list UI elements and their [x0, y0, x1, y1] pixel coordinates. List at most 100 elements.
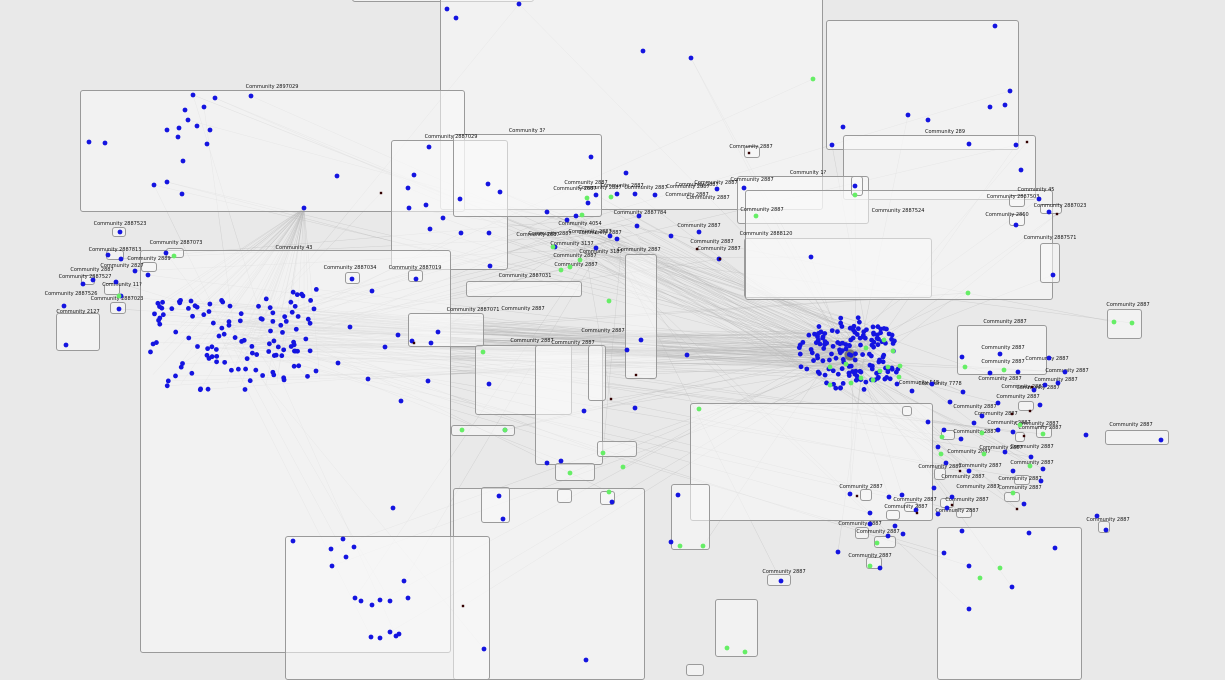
graph-node[interactable]	[624, 347, 630, 353]
graph-node[interactable]	[368, 634, 374, 640]
graph-node[interactable]	[148, 349, 153, 355]
community-box[interactable]	[826, 20, 1019, 150]
graph-node[interactable]	[987, 104, 993, 110]
graph-node[interactable]	[827, 357, 832, 363]
graph-node-green[interactable]	[1111, 319, 1117, 325]
graph-node[interactable]	[864, 327, 869, 333]
graph-node[interactable]	[892, 338, 897, 344]
graph-node[interactable]	[154, 340, 159, 345]
graph-node[interactable]	[278, 322, 284, 328]
graph-node[interactable]	[328, 546, 334, 552]
community-box[interactable]	[744, 146, 760, 158]
graph-node-green[interactable]	[1040, 431, 1046, 437]
community-box[interactable]	[934, 468, 946, 480]
graph-node-green[interactable]	[874, 540, 880, 546]
graph-node[interactable]	[273, 352, 279, 358]
graph-node[interactable]	[205, 346, 211, 352]
graph-node[interactable]	[271, 372, 277, 378]
graph-node[interactable]	[1094, 513, 1100, 519]
graph-node[interactable]	[868, 353, 874, 359]
graph-node[interactable]	[880, 359, 886, 365]
graph-node[interactable]	[853, 351, 858, 357]
graph-node[interactable]	[558, 458, 564, 464]
graph-node[interactable]	[349, 276, 355, 282]
graph-node[interactable]	[806, 332, 812, 338]
graph-node[interactable]	[411, 172, 417, 178]
graph-node[interactable]	[798, 364, 804, 370]
graph-node-green[interactable]	[584, 195, 590, 201]
graph-node[interactable]	[886, 494, 892, 500]
graph-node[interactable]	[169, 306, 175, 312]
graph-node-green[interactable]	[896, 374, 902, 380]
graph-node[interactable]	[632, 405, 638, 411]
graph-node[interactable]	[820, 335, 826, 341]
marker-node[interactable]	[1025, 140, 1029, 144]
graph-node[interactable]	[413, 276, 419, 282]
community-box[interactable]	[453, 134, 602, 217]
community-box[interactable]	[1040, 243, 1060, 283]
graph-node[interactable]	[1010, 429, 1016, 435]
graph-node[interactable]	[253, 367, 259, 373]
graph-node[interactable]	[401, 578, 407, 584]
graph-node[interactable]	[164, 127, 170, 133]
graph-node[interactable]	[180, 361, 185, 366]
graph-node[interactable]	[189, 370, 195, 376]
graph-node[interactable]	[486, 230, 492, 236]
graph-node[interactable]	[835, 549, 841, 555]
graph-node[interactable]	[145, 272, 151, 278]
marker-node[interactable]	[1015, 507, 1019, 511]
graph-node-green[interactable]	[558, 267, 564, 273]
graph-node[interactable]	[281, 347, 287, 353]
graph-node[interactable]	[164, 383, 170, 389]
graph-node[interactable]	[102, 140, 108, 146]
graph-node[interactable]	[840, 381, 846, 386]
graph-node[interactable]	[291, 363, 297, 369]
graph-node[interactable]	[1158, 437, 1164, 443]
graph-node[interactable]	[846, 370, 852, 376]
marker-node[interactable]	[1022, 434, 1026, 438]
graph-node-green[interactable]	[867, 563, 873, 569]
graph-node[interactable]	[249, 350, 255, 356]
graph-node[interactable]	[867, 510, 873, 516]
graph-node[interactable]	[270, 318, 276, 324]
graph-node[interactable]	[243, 366, 248, 372]
graph-node[interactable]	[185, 117, 191, 123]
marker-node[interactable]	[950, 503, 954, 507]
graph-node[interactable]	[544, 209, 550, 215]
graph-node[interactable]	[966, 606, 972, 612]
graph-node[interactable]	[271, 338, 277, 344]
graph-node[interactable]	[294, 292, 300, 298]
graph-node[interactable]	[778, 578, 784, 584]
graph-node[interactable]	[63, 342, 69, 348]
graph-node[interactable]	[238, 311, 244, 317]
graph-node[interactable]	[481, 646, 487, 652]
graph-node[interactable]	[282, 314, 288, 320]
graph-node[interactable]	[899, 492, 905, 498]
graph-node[interactable]	[219, 325, 225, 331]
graph-node[interactable]	[808, 347, 814, 352]
graph-node[interactable]	[812, 331, 817, 337]
graph-node[interactable]	[833, 385, 839, 391]
graph-node[interactable]	[892, 523, 898, 529]
graph-node[interactable]	[209, 344, 215, 350]
graph-node-green[interactable]	[724, 645, 730, 651]
graph-node-green[interactable]	[997, 565, 1003, 571]
graph-node[interactable]	[266, 341, 272, 347]
graph-node[interactable]	[880, 354, 886, 360]
graph-node[interactable]	[623, 170, 629, 176]
graph-node[interactable]	[852, 329, 858, 335]
graph-node[interactable]	[254, 352, 260, 357]
graph-node-green[interactable]	[550, 244, 556, 250]
graph-node-green[interactable]	[897, 363, 903, 369]
graph-node-green[interactable]	[863, 345, 869, 351]
graph-node[interactable]	[847, 491, 853, 497]
graph-node[interactable]	[817, 341, 823, 347]
graph-node[interactable]	[1007, 88, 1013, 94]
graph-node[interactable]	[516, 1, 522, 7]
graph-node[interactable]	[279, 353, 285, 359]
graph-node-green[interactable]	[852, 192, 858, 198]
graph-node[interactable]	[216, 333, 222, 339]
graph-node[interactable]	[877, 565, 883, 571]
graph-node[interactable]	[668, 539, 674, 545]
